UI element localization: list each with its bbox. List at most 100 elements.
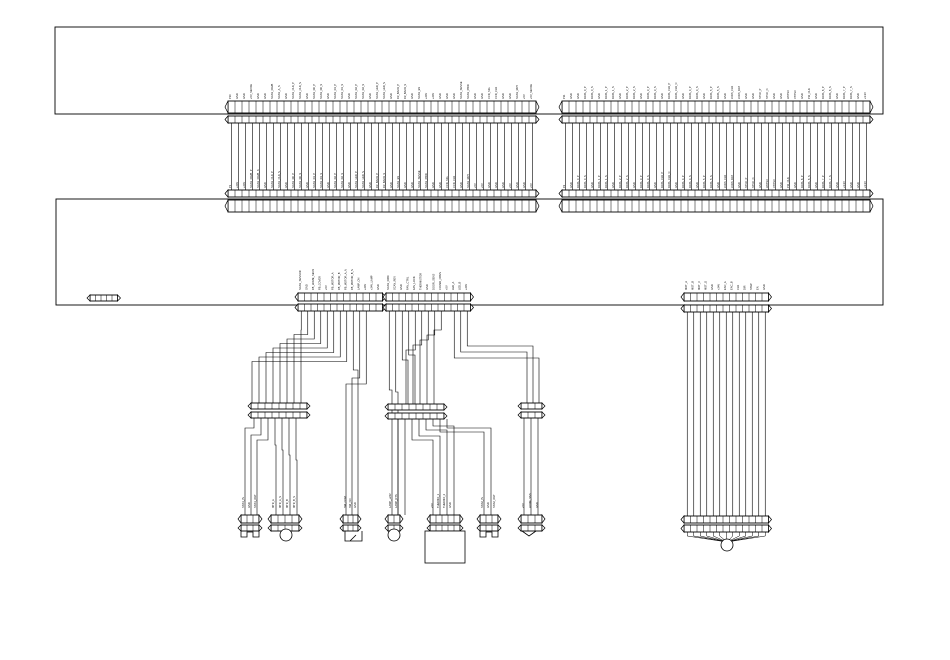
mid-left-pin-label: SCAN_D2_P — [333, 173, 337, 188]
lamp_1-wire-label: LAMP_+24V — [388, 493, 392, 508]
top-left-pin-label: +24V — [424, 93, 428, 99]
top-left-pin-label: GND — [242, 93, 246, 99]
connector-latch — [224, 189, 229, 198]
top-right-pin-label: DATA_1_P — [604, 86, 608, 99]
mid-left-pin-label: SCAN_LED_N — [361, 171, 365, 188]
motor_1-wire-label: MTR_A_N — [278, 496, 282, 508]
connector-latch — [384, 403, 389, 411]
connector-latch — [541, 513, 546, 525]
connector-latch — [680, 291, 685, 303]
lower-mid-pin-label: DOOR_SENS — [432, 273, 436, 290]
lower-mid-pin-label: THERMISTOR — [419, 273, 423, 290]
wire-to-motor-1 — [288, 418, 291, 515]
top-right-pin-label: GND — [597, 93, 601, 99]
mid-right-pin-label: +3.3V — [842, 181, 846, 188]
connector-latch — [558, 189, 563, 198]
lower-left-pin-label: +24V_LAMP — [370, 275, 374, 290]
lower-left-pin-label: SCAN_SENSOR — [298, 270, 302, 290]
switch_1-wire-label: SW_NO — [348, 498, 352, 508]
connector-inter-a — [247, 402, 311, 410]
connector-latch — [470, 303, 474, 312]
sensor-3-icon — [521, 530, 537, 537]
connector-latch — [497, 513, 502, 525]
connector-inter-c-mating — [384, 412, 448, 420]
top-right-pin-label: VSYNC — [793, 90, 797, 99]
connector-latch — [768, 304, 772, 313]
mid-right-pin-label: DATA_4_N — [688, 175, 692, 188]
connector-latch — [535, 115, 540, 124]
sensor_2-wire-label: GND — [486, 502, 490, 508]
lamp-1-connector — [384, 513, 404, 525]
top-left-pin-label: GND — [284, 93, 288, 99]
mid-left-pin-label: SCAN_FR2B_N — [256, 169, 260, 188]
sensor-2-icon — [479, 531, 499, 538]
lower-right-pin-label: MOT_C — [697, 281, 701, 290]
connector-body — [89, 294, 118, 302]
top-left-pin-label: +24V — [431, 93, 435, 99]
connector-latch — [680, 524, 685, 533]
connector-body — [342, 514, 359, 524]
top-right-pin-label: DATA_1_N — [611, 86, 615, 99]
mid-left-pin-label: +5V — [473, 183, 477, 188]
mid-left-pin-label: GND — [431, 182, 435, 188]
wire-to-unit — [425, 419, 448, 515]
mid-right-pin-label: LVDS_DAT — [730, 175, 734, 188]
connector-latch — [558, 115, 563, 124]
connector-latch — [258, 524, 263, 532]
unit-1-connector — [426, 513, 464, 525]
mid-right-pin-label: SYNC_P — [744, 177, 748, 188]
top-right-pin-label: GND — [618, 93, 622, 99]
mid-right-pin-label: HSYNC — [765, 179, 769, 188]
mid-left-pin-label: +5V — [508, 183, 512, 188]
top-right-pin-label: GND — [639, 93, 643, 99]
lower-right-pin-label: STEP — [749, 283, 753, 290]
mid-right-pin-label: GND — [793, 182, 797, 188]
connector-latch — [869, 115, 874, 124]
motor_1-wire-label: MTR_B_N — [292, 496, 296, 508]
top-left-pin-label: SCAN_EN — [417, 87, 421, 99]
wire-to-sensor-2 — [439, 419, 485, 515]
unit_1-wire-label: THERMO_2 — [442, 493, 446, 508]
mid-left-pin-label: GND — [410, 182, 414, 188]
wire-to-motor-2 — [726, 532, 759, 543]
connector-latch — [443, 412, 448, 420]
mid-right-pin-label: DATA_6_N — [807, 175, 811, 188]
connector-latch — [86, 294, 91, 302]
lower-left-pin-label: GND — [376, 284, 380, 290]
lamp_1-wire-label: LAMP_RTN — [394, 494, 398, 508]
connector-inter-d-mating — [517, 411, 546, 419]
lower-right-pin-label: ENC_A — [723, 281, 727, 290]
connector-lower-left — [294, 291, 386, 303]
mid-left-pin-label: SCAN_EN — [396, 176, 400, 188]
top-left-pin-label: GND — [508, 93, 512, 99]
top-left-pin-label: SCAN_D2_N — [361, 84, 365, 99]
connector-p11-mating — [558, 115, 874, 124]
top-left-pin-label: SCAN_D0_N — [319, 84, 323, 99]
top-right-pin-label: DATA_3_P — [646, 86, 650, 99]
sensor-2-connector-mating — [476, 524, 502, 532]
lower-left-pin-label: LAMP_ON — [357, 277, 361, 290]
mid-left-pin-label: GND — [284, 182, 288, 188]
wire-to-inter-c — [405, 311, 416, 404]
connector-latch — [237, 513, 242, 525]
top-right-pin-label: DATA_6_N — [828, 86, 832, 99]
connector-latch — [426, 513, 431, 525]
mid-left-pin-label: GND — [487, 182, 491, 188]
top-right-pin-label: GND — [800, 93, 804, 99]
wire-to-sensor-1 — [244, 418, 255, 515]
mid-right-pin-label: DATA_CLK_N — [667, 172, 671, 188]
top-right-pin-label: LVDS_CLK — [730, 86, 734, 99]
wire-to-inter-d — [466, 311, 534, 403]
top-right-pin-label: GND — [723, 93, 727, 99]
connector-body — [240, 524, 260, 532]
connector-latch — [541, 524, 546, 532]
wire-to-motor-2 — [726, 532, 753, 543]
mid-left-pin-label: SCAN_SENSE — [417, 170, 421, 188]
top-right-pin-label: GND — [744, 93, 748, 99]
mid-left-pin-label: CCD_SIG — [445, 176, 449, 188]
lower-right-pin-label: CLK — [736, 285, 740, 290]
wire-to-inter-c — [419, 311, 429, 404]
mid-left-pin-label: GND — [326, 182, 330, 188]
lower-mid-pin-label: SCAN_FWD — [386, 275, 390, 290]
top-right-pin-label: GND — [702, 93, 706, 99]
